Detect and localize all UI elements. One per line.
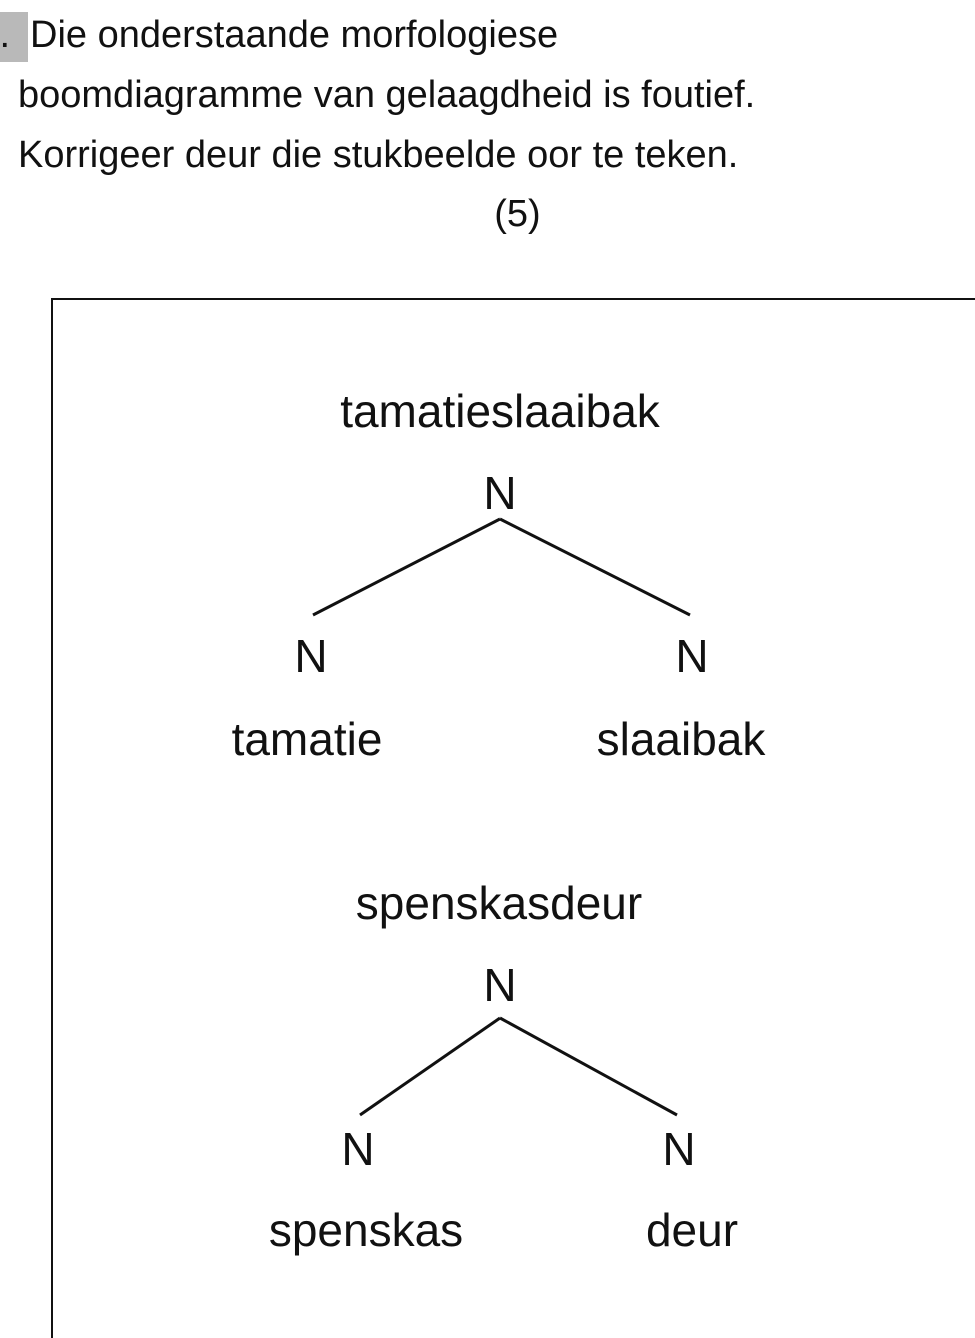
tree-2-left-word: spenskas — [268, 1204, 464, 1256]
tree-1-left-word: tamatie — [231, 713, 383, 765]
tree-1-word: tamatieslaaibak — [340, 385, 660, 437]
tree-2-left-label: N — [341, 1123, 375, 1175]
question-number: . — [0, 14, 10, 56]
tree-1-left-label: N — [294, 630, 328, 682]
diagram-box — [51, 298, 975, 1338]
tree-2-word: spenskasdeur — [355, 877, 643, 929]
question-number-highlight: . — [0, 12, 28, 62]
question-line-3: Korrigeer deur die stukbeelde oor te tek… — [18, 134, 739, 176]
question-marks: (5) — [494, 193, 541, 235]
tree-2-right-label: N — [662, 1123, 696, 1175]
tree-1-right-word: slaaibak — [596, 713, 766, 765]
tree-1-right-label: N — [675, 630, 709, 682]
question-line-2: boomdiagramme van gelaagdheid is foutief… — [18, 74, 756, 116]
tree-2-root-label: N — [483, 959, 517, 1011]
tree-1-root-label: N — [483, 467, 517, 519]
tree-2-right-word: deur — [645, 1204, 739, 1256]
question-line-1: Die onderstaande morfologiese — [30, 14, 559, 56]
